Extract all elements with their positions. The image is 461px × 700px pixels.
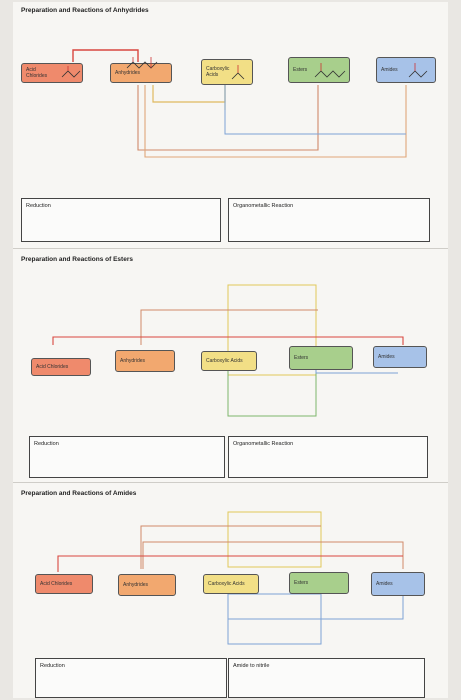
anhydrides-box[interactable]: Anhydrides: [118, 574, 176, 596]
box-label: Acid Chlorides: [26, 67, 48, 79]
box-label: Amides: [376, 581, 393, 587]
box-label: Anhydrides: [123, 582, 149, 588]
organometallic-panel[interactable]: Organometallic Reaction: [228, 436, 428, 478]
box-label: Esters: [294, 355, 309, 361]
skeletal-structure-icon: [314, 63, 346, 78]
esters-box[interactable]: Esters: [289, 346, 353, 370]
worksheet-page: Preparation and Reactions of Anhydrides …: [13, 2, 448, 698]
anhydrides-box[interactable]: Anhydrides: [115, 350, 175, 372]
box-label: Anhydrides: [115, 70, 141, 76]
box-label: Amides: [378, 354, 395, 360]
box-label: Anhydrides: [120, 358, 146, 364]
panel-label: Organometallic Reaction: [233, 203, 294, 209]
box-label: Carboxylic Acids: [206, 66, 230, 78]
skeletal-structure-icon: [408, 63, 428, 78]
section-divider: [13, 482, 448, 483]
acid-chlorides-box[interactable]: Acid Chlorides: [31, 358, 91, 376]
carboxylic-acids-box[interactable]: Carboxylic Acids: [203, 574, 259, 594]
panel-label: Reduction: [26, 203, 51, 209]
reaction-arrows: [72, 49, 407, 158]
esters-box[interactable]: Esters: [289, 572, 349, 594]
amides-box[interactable]: Amides: [373, 346, 427, 368]
panel-label: Reduction: [34, 441, 59, 447]
box-label: Carboxylic Acids: [208, 581, 245, 587]
reaction-arrows: [57, 511, 404, 645]
amides-box[interactable]: Amides: [376, 57, 436, 83]
section-title: Preparation and Reactions of Amides: [21, 490, 137, 497]
acid-chlorides-box[interactable]: Acid Chlorides: [35, 574, 93, 594]
organometallic-panel[interactable]: Organometallic Reaction: [228, 198, 430, 242]
reduction-panel[interactable]: Reduction: [35, 658, 227, 698]
reaction-arrows: [52, 284, 404, 417]
reduction-panel[interactable]: Reduction: [29, 436, 225, 478]
acid-chlorides-box[interactable]: Acid Chlorides: [21, 63, 83, 83]
section-divider: [13, 248, 448, 249]
panel-label: Organometallic Reaction: [233, 441, 294, 447]
section-title: Preparation and Reactions of Anhydrides: [21, 7, 149, 14]
box-label: Carboxylic Acids: [206, 358, 243, 364]
esters-box[interactable]: Esters: [288, 57, 350, 83]
skeletal-structure-icon: [126, 57, 158, 69]
reduction-panel[interactable]: Reduction: [21, 198, 221, 242]
amide-to-nitrile-panel[interactable]: Amide to nitrile: [228, 658, 425, 698]
panel-label: Reduction: [40, 663, 65, 669]
section-esters: Preparation and Reactions of Esters Acid…: [13, 250, 448, 482]
panel-label: Amide to nitrile: [233, 663, 270, 669]
box-label: Esters: [294, 580, 309, 586]
anhydrides-box[interactable]: Anhydrides: [110, 57, 172, 83]
carboxylic-acids-box[interactable]: Carboxylic Acids: [201, 59, 253, 85]
skeletal-structure-icon: [61, 66, 81, 78]
section-amides: Preparation and Reactions of Amides Acid…: [13, 484, 448, 698]
amides-box[interactable]: Amides: [371, 572, 425, 596]
box-label: Amides: [381, 67, 398, 73]
box-label: Acid Chlorides: [40, 581, 73, 587]
box-label: Esters: [293, 67, 308, 73]
section-title: Preparation and Reactions of Esters: [21, 256, 133, 263]
skeletal-structure-icon: [231, 65, 245, 80]
section-anhydrides: Preparation and Reactions of Anhydrides …: [13, 2, 448, 247]
box-label: Acid Chlorides: [36, 364, 69, 370]
carboxylic-acids-box[interactable]: Carboxylic Acids: [201, 351, 257, 371]
